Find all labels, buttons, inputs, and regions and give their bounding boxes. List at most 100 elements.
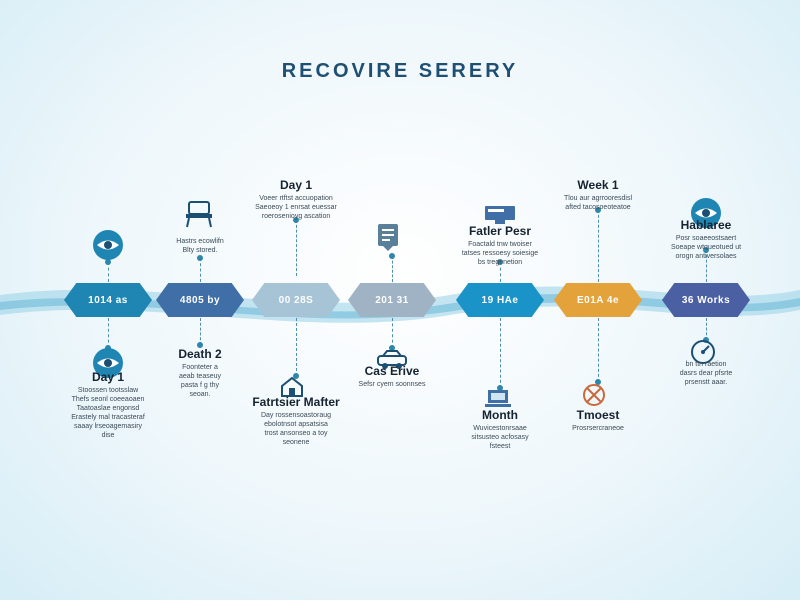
top-connector-dot-7 [703, 247, 709, 253]
stage-hex-1: 1014 as [64, 283, 152, 317]
top-note-6: Week 1 Tlou aur agrrooresdisl afted tacoso… [538, 178, 658, 212]
stage-hex-4: 201 31 [348, 283, 436, 317]
bottom-note-line-2-1: Foonteter a [182, 364, 218, 371]
top-note-heading-3: Day 1 [279, 178, 313, 192]
bottom-connector-3 [296, 318, 297, 376]
top-note-line-2-1: Hastrs ecowlifn [176, 238, 224, 245]
bottom-note-line-3-3: trost ansonseo a toy [264, 430, 328, 437]
top-connector-1 [108, 262, 109, 282]
bottom-connector-dot-7 [703, 337, 709, 343]
top-connector-7 [706, 250, 707, 282]
top-connector-dot-3 [293, 217, 299, 223]
document-icon [375, 222, 401, 257]
eye-icon [689, 196, 723, 235]
stage-hex-6: E01A 4e [554, 283, 642, 317]
bottom-note-line-2-2: aeab teaseuy [178, 373, 222, 380]
bottom-note-line-3-4: seonene [282, 439, 310, 446]
bottom-note-heading-6: Tmoest [576, 408, 620, 422]
house-icon [279, 376, 305, 403]
top-connector-2 [200, 258, 201, 282]
bottom-note-line-5-1: Wuvicestonrsaae [473, 425, 527, 432]
top-note-line-3-2: Saeoeoy 1 enrsat euessar [255, 204, 337, 211]
top-note-line-7-1: Posr soaeeostsaert [675, 235, 737, 242]
bottom-connector-dot-3 [293, 373, 299, 379]
top-note-heading-5: Fatler Pesr [468, 224, 532, 238]
bottom-note-line-1-5: saaay lrseoagemasiry [73, 423, 143, 430]
chair-icon [183, 200, 215, 233]
top-connector-6 [598, 210, 599, 282]
bottom-connector-dot-6 [595, 379, 601, 385]
top-note-line-7-3: orogn antiversolaes [675, 253, 737, 260]
top-note-heading-6: Week 1 [577, 178, 619, 192]
stage-hex-7: 36 Works [662, 283, 750, 317]
bottom-note-line-1-6: dise [101, 432, 115, 439]
top-note-line-5-1: Foactald tnw twoiser [468, 241, 532, 248]
bottom-connector-dot-5 [497, 385, 503, 391]
bottom-note-line-1-1: Stoossen tootsslaw [77, 387, 139, 394]
top-connector-dot-1 [105, 259, 111, 265]
bottom-note-heading-2: Death 2 [178, 347, 222, 361]
bottom-note-heading-1: Day 1 [91, 370, 125, 384]
eye-icon [91, 228, 125, 267]
bottom-connector-4 [392, 318, 393, 348]
laptop-icon [483, 388, 513, 415]
monitor-icon [483, 204, 517, 231]
bottom-note-line-3-2: ebolotnsot apsatsisa [264, 421, 328, 428]
bottom-note-line-7-1: bn ttn raetion [685, 361, 727, 368]
bottom-note-line-1-2: Thefs seonl coeeaoaen [71, 396, 145, 403]
top-note-line-6-1: Tlou aur agrrooresdisl [563, 195, 633, 202]
bottom-note-line-4-1: Sefsr cyem soonnses [358, 381, 426, 388]
top-note-line-3-1: Voeer rtftst accuopation [259, 195, 333, 202]
top-note-heading-7: Hablaree [680, 218, 732, 232]
top-note-line-3-3: roerosenioyg ascation [261, 213, 331, 220]
bottom-note-heading-4: Cas Erive [364, 364, 420, 378]
top-note-line-2-2: Blty stored. [182, 247, 218, 254]
bottom-note-line-5-3: fsteest [489, 443, 511, 450]
top-note-line-6-2: afted tacosoeoteatoe [565, 204, 631, 211]
diagram-title: RECOVIRE SERERY [281, 60, 519, 82]
bottom-note-heading-3: Fatrtsier Mafter [252, 395, 340, 409]
stage-hex-5: 19 HAe [456, 283, 544, 317]
bottom-note-line-2-3: pasta f g thy [180, 382, 220, 389]
top-connector-dot-4 [389, 253, 395, 259]
top-note-line-7-2: Soeape wtqueotued ut [670, 244, 742, 251]
stage-hex-3: 00 28S [252, 283, 340, 317]
top-connector-dot-6 [595, 207, 601, 213]
cross-circle-icon [581, 382, 607, 413]
top-note-line-5-2: tatses ressoesy soiesige [461, 250, 539, 257]
bottom-note-line-1-4: Erastely mal tracasteraf [71, 414, 145, 421]
bottom-note-7: bn ttn raetion dasrs dear pfsrte prsenstt … [646, 360, 766, 387]
bottom-note-line-6-1: Prosrsercraneoe [572, 425, 624, 432]
top-connector-4 [392, 256, 393, 282]
eye-icon [91, 346, 125, 385]
top-connector-5 [500, 262, 501, 282]
car-icon [375, 348, 409, 375]
bottom-note-line-1-3: Taatoaslae engonsd [76, 405, 140, 412]
bottom-connector-7 [706, 318, 707, 340]
top-connector-3 [296, 220, 297, 276]
bottom-connector-5 [500, 318, 501, 388]
top-note-line-5-3: bs tregenetion [477, 259, 523, 266]
bottom-note-line-7-3: prsenstt aaar. [684, 379, 728, 386]
bottom-note-line-7-2: dasrs dear pfsrte [679, 370, 733, 377]
bottom-note-line-3-1: Day rossensoastoraug [260, 412, 332, 419]
bottom-connector-2 [200, 318, 201, 345]
bottom-connector-1 [108, 318, 109, 348]
bottom-note-heading-5: Month [482, 408, 518, 422]
gauge-icon [689, 338, 717, 371]
bottom-connector-dot-2 [197, 342, 203, 348]
top-connector-dot-2 [197, 255, 203, 261]
bottom-connector-6 [598, 318, 599, 382]
bottom-note-2: Death 2 Foonteter a aeab teaseuy pasta f g … [140, 347, 260, 399]
bottom-note-line-5-2: sitsusteo acfosasy [471, 434, 529, 441]
bottom-connector-dot-4 [389, 345, 395, 351]
